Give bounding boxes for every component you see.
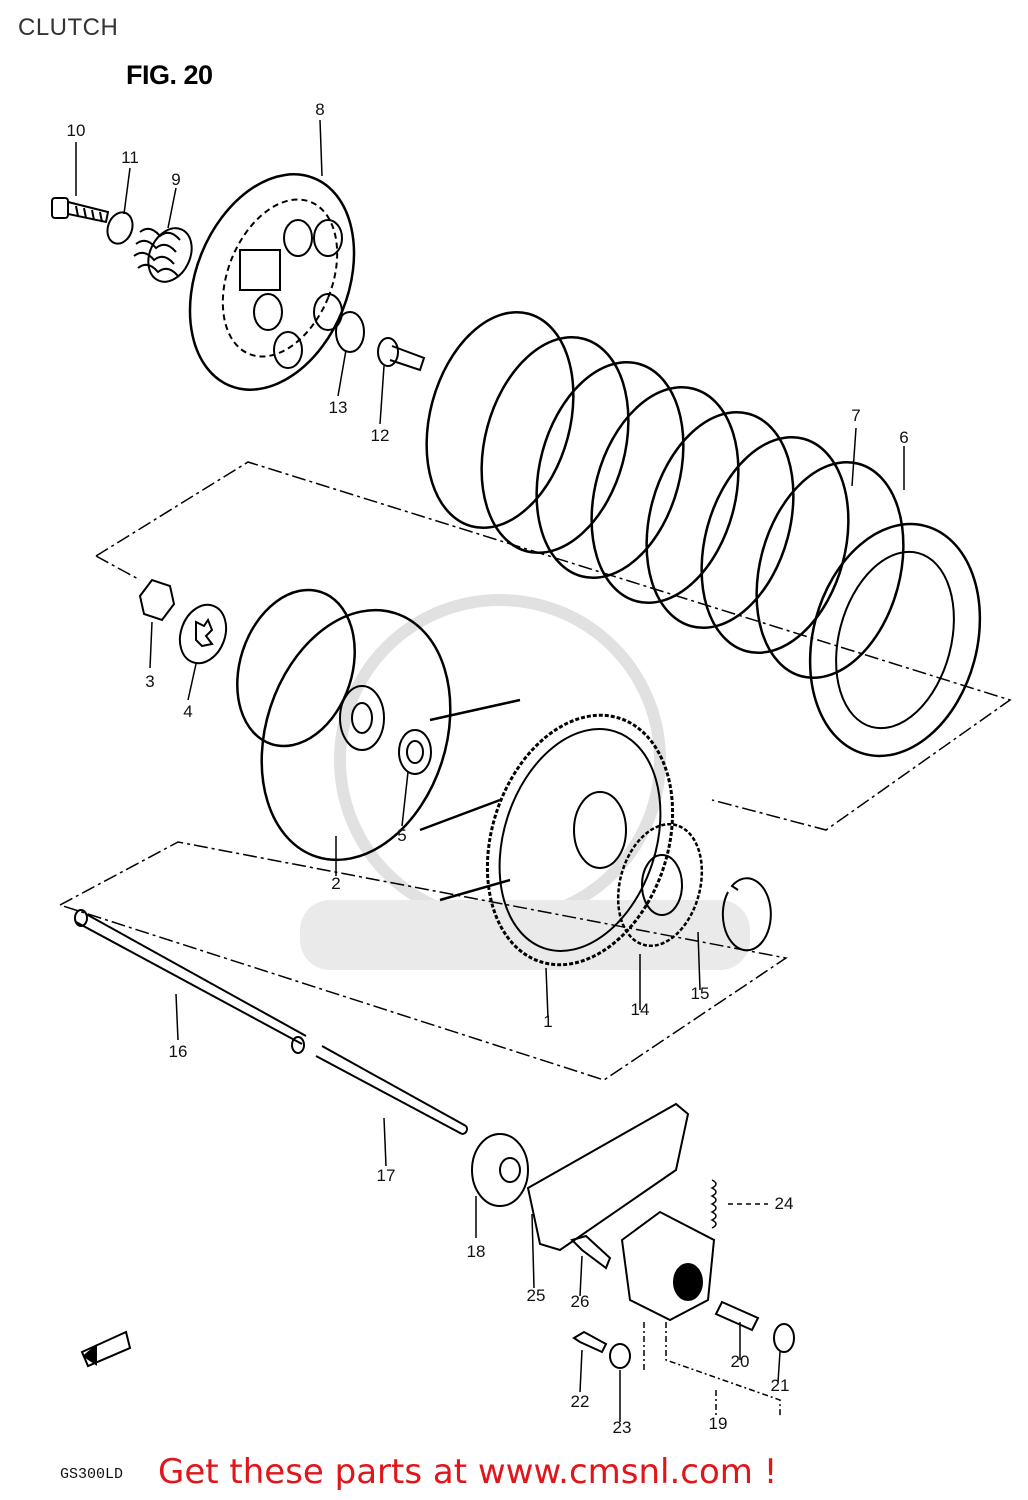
part-clutch-housing-1 — [419, 698, 675, 967]
part-clutch-plates-6-7 — [425, 310, 982, 758]
callout-11: 11 — [121, 148, 139, 167]
callout-4: 4 — [183, 702, 193, 721]
callout-2: 2 — [331, 874, 341, 893]
callout-5: 5 — [397, 826, 407, 845]
leader-lines — [75, 119, 905, 1422]
part-screw-22 — [572, 1330, 608, 1354]
part-lockwasher-4 — [178, 603, 228, 665]
callout-19: 19 — [708, 1414, 728, 1433]
part-pushrod-17 — [315, 1045, 468, 1135]
part-nut-3 — [138, 578, 176, 622]
callout-26: 26 — [570, 1292, 590, 1311]
figure-title: FIG. 20 — [126, 60, 213, 90]
part-shaft-16 — [74, 909, 307, 1054]
part-washer-5 — [398, 729, 432, 775]
cta-link[interactable]: Get these parts at www.cmsnl.com ! — [158, 1452, 778, 1492]
part-gasket-25 — [526, 1102, 690, 1252]
callout-22: 22 — [570, 1392, 590, 1411]
part-washer-11 — [106, 211, 134, 245]
callout-10: 10 — [66, 121, 86, 140]
watermark-logo — [300, 594, 750, 970]
fwd-arrow-icon — [80, 1330, 132, 1368]
part-primary-gear-2 — [236, 588, 452, 862]
callout-20: 20 — [730, 1352, 750, 1371]
callout-3: 3 — [145, 672, 155, 691]
page-title: CLUTCH — [18, 14, 119, 41]
part-bolt-10 — [51, 197, 110, 224]
part-push-piece-12 — [377, 337, 426, 372]
model-code: GS300LD — [60, 1466, 124, 1483]
part-pressure-plate-8 — [188, 173, 356, 391]
callout-16: 16 — [168, 1042, 188, 1061]
part-spring-24 — [710, 1179, 717, 1229]
part-spring-9 — [133, 227, 193, 283]
part-oil-seal-18 — [471, 1133, 529, 1207]
callout-24: 24 — [774, 1194, 794, 1213]
callout-23: 23 — [612, 1418, 632, 1437]
callout-1: 1 — [543, 1012, 553, 1031]
callout-14: 14 — [630, 1000, 650, 1019]
part-circlip-15 — [721, 877, 772, 952]
callout-6: 6 — [899, 428, 909, 447]
callout-7: 7 — [851, 406, 861, 425]
part-bolt-26 — [570, 1234, 612, 1270]
part-washer-23 — [609, 1343, 631, 1369]
callout-17: 17 — [376, 1166, 396, 1185]
callout-13: 13 — [328, 398, 348, 417]
callout-12: 12 — [370, 426, 390, 445]
callout-25: 25 — [526, 1286, 546, 1305]
part-bearing-13 — [335, 311, 365, 353]
group-outline-upper — [95, 461, 1012, 831]
group-outline-lower — [59, 841, 788, 1081]
callout-15: 15 — [690, 984, 710, 1003]
callout-9: 9 — [171, 170, 181, 189]
callout-8: 8 — [315, 100, 325, 119]
callout-21: 21 — [770, 1376, 790, 1395]
part-gear-14 — [616, 822, 704, 948]
callout-18: 18 — [466, 1242, 486, 1261]
part-release-assembly-19 — [620, 1210, 716, 1322]
part-pin-20 — [714, 1300, 760, 1332]
part-washer-21 — [773, 1323, 795, 1353]
